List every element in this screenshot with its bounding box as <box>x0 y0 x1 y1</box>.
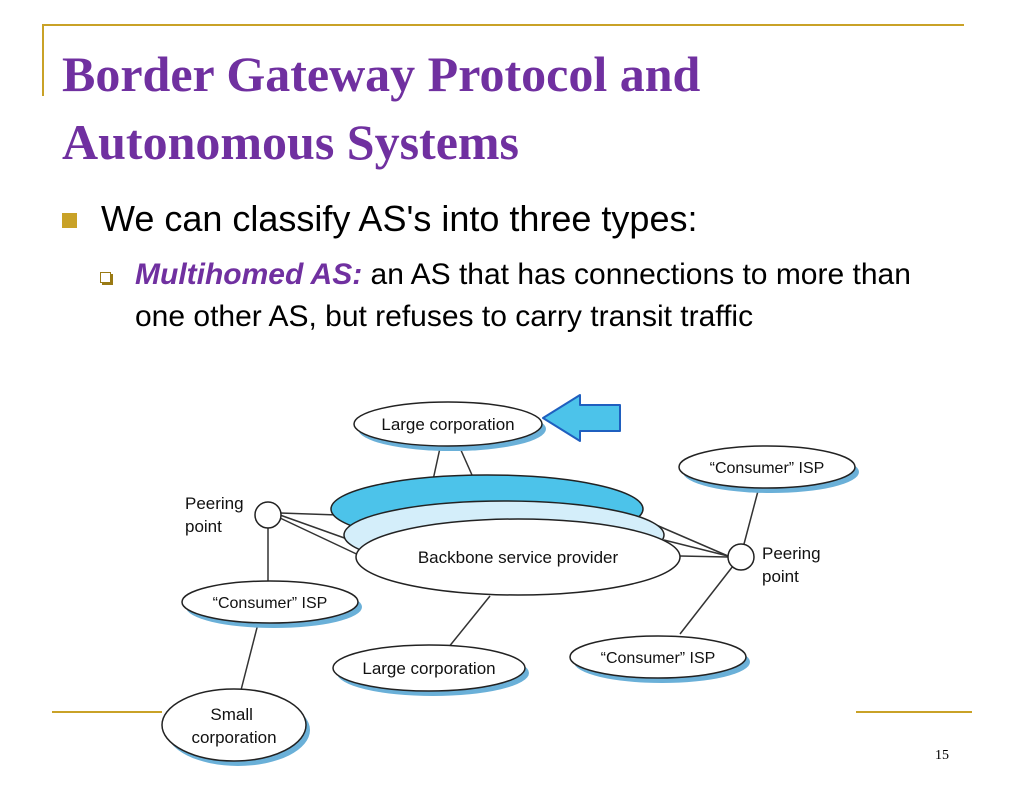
large-corporation-bottom-node: Large corporation <box>332 644 529 696</box>
large-corporation-top-node: Large corporation <box>353 401 546 451</box>
link-peering-right-isp-bottom <box>679 565 734 635</box>
large-corporation-bottom-label: Large corporation <box>362 659 495 678</box>
peering-point-right-label: Peering point <box>762 544 825 586</box>
hollow-square-bullet-icon <box>100 272 111 283</box>
peering-point-left-node: Peering point <box>185 494 282 536</box>
subbullet-text: Multihomed AS: an AS that has connection… <box>135 254 955 338</box>
backbone-layer-front <box>355 518 681 596</box>
small-corporation-line2: corporation <box>191 728 276 747</box>
consumer-isp-right-bottom-label: “Consumer” ISP <box>601 650 716 667</box>
peering-point-right-line2: point <box>762 567 799 586</box>
peering-point-right-line1: Peering <box>762 544 821 563</box>
link-isp-smallcorp <box>239 615 261 695</box>
large-corporation-top-label: Large corporation <box>381 415 514 434</box>
consumer-isp-right-bottom-node: “Consumer” ISP <box>569 635 750 683</box>
multihomed-definition: an AS that has connections to more than … <box>135 258 911 333</box>
consumer-isp-right-top-node: “Consumer” ISP <box>678 445 859 493</box>
consumer-isp-left-label: “Consumer” ISP <box>213 595 328 612</box>
peering-point-left-line2: point <box>185 517 222 536</box>
peering-point-left-line1: Peering <box>185 494 244 513</box>
link-peering-left-backbone-3 <box>279 517 366 559</box>
link-peering-left-backbone-2 <box>279 514 351 541</box>
square-bullet-icon <box>62 213 77 228</box>
footer-line-right <box>856 711 972 713</box>
bullet-text: We can classify AS's into three types: <box>101 198 698 239</box>
multihomed-term: Multihomed AS: <box>135 258 363 291</box>
small-corporation-node: Small corporation <box>161 688 310 766</box>
peering-point-left-label: Peering point <box>185 494 248 536</box>
link-peering-right-backbone-3 <box>679 555 729 558</box>
frame-top-line <box>42 24 964 26</box>
backbone-provider-node: Backbone service provider <box>330 474 681 596</box>
link-largecorp-backbone-a <box>432 447 441 481</box>
page-number: 15 <box>935 748 949 763</box>
frame-left-line <box>42 24 44 96</box>
consumer-isp-left-node: “Consumer” ISP <box>181 580 362 628</box>
small-corporation-label: Small corporation <box>191 705 276 747</box>
backbone-label: Backbone service provider <box>418 548 619 567</box>
peering-point-right-node: Peering point <box>727 543 825 586</box>
consumer-isp-right-top-label: “Consumer” ISP <box>710 460 825 477</box>
highlight-arrow-icon <box>542 394 621 442</box>
link-backbone-largecorp-bottom <box>447 595 491 649</box>
footer-line-left <box>52 711 162 713</box>
slide-title: Border Gateway Protocol and Autonomous S… <box>62 46 701 170</box>
link-peering-right-isp-top <box>743 490 759 545</box>
link-peering-right-backbone-2 <box>663 539 729 557</box>
small-corporation-line1: Small <box>210 705 253 724</box>
bullet-level1: We can classify AS's into three types: <box>62 196 697 242</box>
link-peering-left-backbone-1 <box>279 512 339 516</box>
bullet-level2: Multihomed AS: an AS that has connection… <box>100 254 960 338</box>
